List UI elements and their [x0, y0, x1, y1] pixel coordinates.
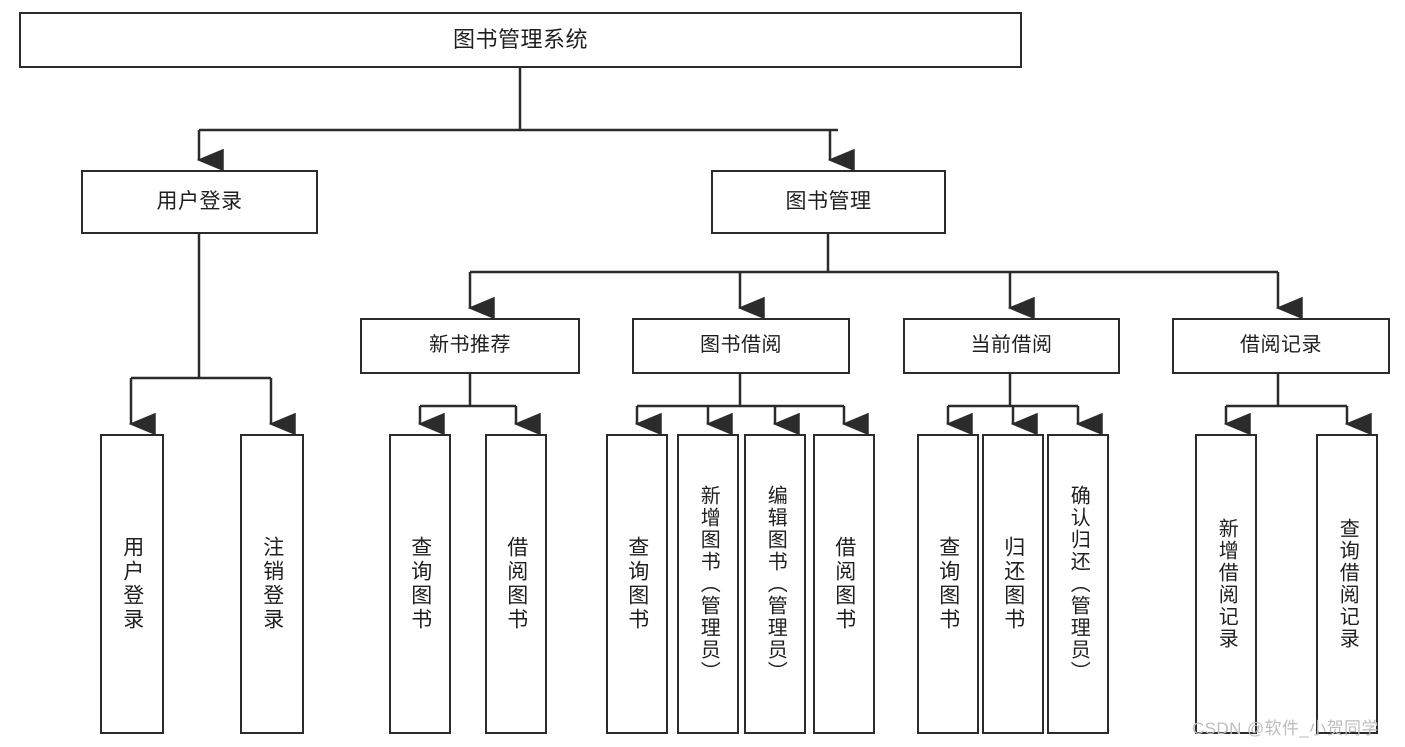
node-label: 确认归还（管理员） [1067, 485, 1090, 683]
node-current-borrow[interactable]: 当前借阅 [903, 318, 1120, 374]
leaf-query-books-current[interactable]: 查询图书 [917, 434, 979, 734]
node-root-system[interactable]: 图书管理系统 [19, 12, 1022, 68]
node-label: 注销登录 [260, 536, 284, 632]
leaf-user-login[interactable]: 用户登录 [100, 434, 164, 734]
node-label: 归还图书 [1001, 536, 1025, 632]
node-label: 当前借阅 [970, 334, 1053, 357]
node-label: 查询图书 [625, 536, 649, 632]
leaf-query-borrow-record[interactable]: 查询借阅记录 [1316, 434, 1378, 734]
node-label: 借阅记录 [1240, 334, 1322, 357]
node-user-login[interactable]: 用户登录 [81, 170, 318, 234]
node-label: 查询图书 [936, 536, 960, 632]
csdn-watermark: CSDN @软件_小贺同学 [1192, 719, 1379, 738]
leaf-add-borrow-record[interactable]: 新增借阅记录 [1195, 434, 1257, 734]
node-label: 查询借阅记录 [1336, 518, 1359, 650]
node-borrow-record[interactable]: 借阅记录 [1172, 318, 1390, 374]
node-label: 用户登录 [120, 536, 144, 632]
leaf-return-book[interactable]: 归还图书 [982, 434, 1044, 734]
node-label: 图书管理系统 [452, 27, 588, 53]
leaf-query-books-borrow[interactable]: 查询图书 [606, 434, 668, 734]
node-label: 编辑图书（管理员） [764, 485, 787, 683]
node-book-borrow[interactable]: 图书借阅 [632, 318, 850, 374]
node-label: 借阅图书 [504, 536, 528, 632]
node-label: 图书管理 [785, 189, 872, 213]
leaf-confirm-return-admin[interactable]: 确认归还（管理员） [1047, 434, 1109, 734]
leaf-borrow-books-borrow[interactable]: 借阅图书 [813, 434, 875, 734]
node-label: 图书借阅 [700, 334, 782, 357]
leaf-borrow-books-recommend[interactable]: 借阅图书 [485, 434, 547, 734]
node-label: 借阅图书 [832, 536, 856, 632]
leaf-query-books-recommend[interactable]: 查询图书 [389, 434, 451, 734]
node-new-book-recommend[interactable]: 新书推荐 [360, 318, 580, 374]
node-label: 用户登录 [156, 189, 243, 213]
leaf-add-book-admin[interactable]: 新增图书（管理员） [677, 434, 739, 734]
node-label: 查询图书 [408, 536, 432, 632]
leaf-edit-book-admin[interactable]: 编辑图书（管理员） [744, 434, 806, 734]
node-label: 新书推荐 [429, 334, 511, 357]
node-book-management[interactable]: 图书管理 [711, 170, 946, 234]
node-label: 新增图书（管理员） [697, 485, 720, 683]
leaf-logout[interactable]: 注销登录 [240, 434, 304, 734]
node-label: 新增借阅记录 [1215, 518, 1238, 650]
